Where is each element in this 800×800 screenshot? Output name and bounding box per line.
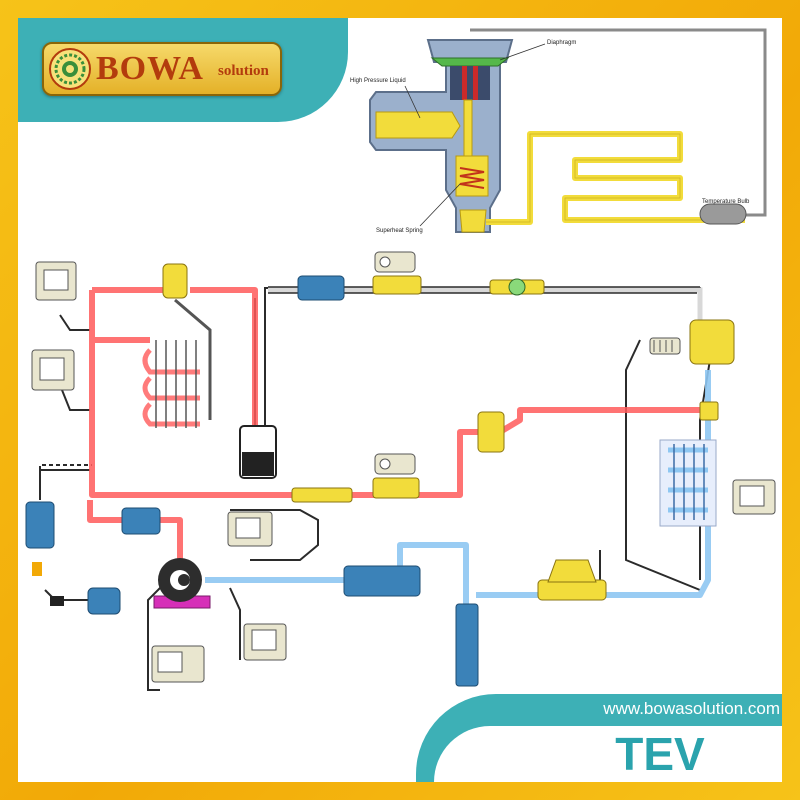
- regulator-bonnet: [547, 559, 597, 583]
- accumulator: [25, 501, 55, 549]
- relief-valve: [162, 263, 188, 299]
- footer-white-cut: [434, 726, 782, 782]
- pressure-regulator: [477, 411, 505, 453]
- tee-fitting: [699, 401, 719, 421]
- label-diaphragm: Diaphragm: [547, 40, 576, 46]
- valve-stem: [463, 99, 473, 161]
- label-temperature-bulb: Temperature Bulb: [702, 199, 750, 205]
- solenoid-valve-2-body: [372, 477, 420, 499]
- heat-exchanger: [343, 565, 421, 597]
- label-high-pressure-liquid: High Pressure Liquid: [350, 78, 406, 84]
- filter-drier: [297, 275, 345, 301]
- power-head: [450, 66, 490, 100]
- valve-outlet: [459, 209, 487, 233]
- low-pressure-line: [205, 370, 711, 605]
- expansion-valve: [689, 319, 735, 365]
- liquid-valve: [291, 487, 353, 503]
- evaporator-box: [659, 439, 717, 527]
- push-pin-left: [462, 66, 467, 100]
- fitting-1: [32, 562, 42, 576]
- condenser: [142, 298, 212, 428]
- liquid-inlet: [375, 111, 461, 139]
- brand-logo: BOWA solution: [42, 42, 282, 96]
- logo-emblem-icon: [49, 48, 91, 90]
- suction-filter: [87, 587, 121, 615]
- evaporator-pressure-valve: [537, 579, 607, 601]
- valves-yellow: [162, 263, 735, 601]
- compressor: [153, 558, 211, 609]
- diaphragm: [430, 57, 510, 67]
- capillary-tube: [470, 28, 767, 217]
- liquid-receiver: [455, 603, 479, 687]
- oil-tank: [239, 425, 277, 479]
- solenoid-coils: [374, 251, 526, 475]
- label-superheat-spring: Superheat Spring: [376, 228, 423, 234]
- spring-chamber: [455, 155, 489, 197]
- website-url: www.bowasolution.com: [603, 699, 780, 718]
- blue-components: [25, 275, 479, 687]
- pressure-switches: [31, 261, 776, 683]
- check-fittings: [32, 562, 64, 606]
- fitting-2: [50, 596, 64, 606]
- brand-name: BOWA: [96, 50, 204, 87]
- brand-suffix: solution: [218, 63, 269, 79]
- temperature-bulb: [699, 203, 747, 225]
- evaporator: [659, 439, 717, 527]
- sight-glass: [508, 278, 526, 296]
- push-pin-right: [473, 66, 478, 100]
- solenoid-valve-body: [372, 275, 422, 295]
- product-title: TEV: [615, 728, 705, 780]
- superheat-spring: [459, 167, 485, 189]
- motor-fan: [649, 337, 681, 355]
- oil-separator: [121, 507, 161, 535]
- valve-cutaway: Diaphragm High Pressure Liquid Superheat…: [350, 28, 767, 234]
